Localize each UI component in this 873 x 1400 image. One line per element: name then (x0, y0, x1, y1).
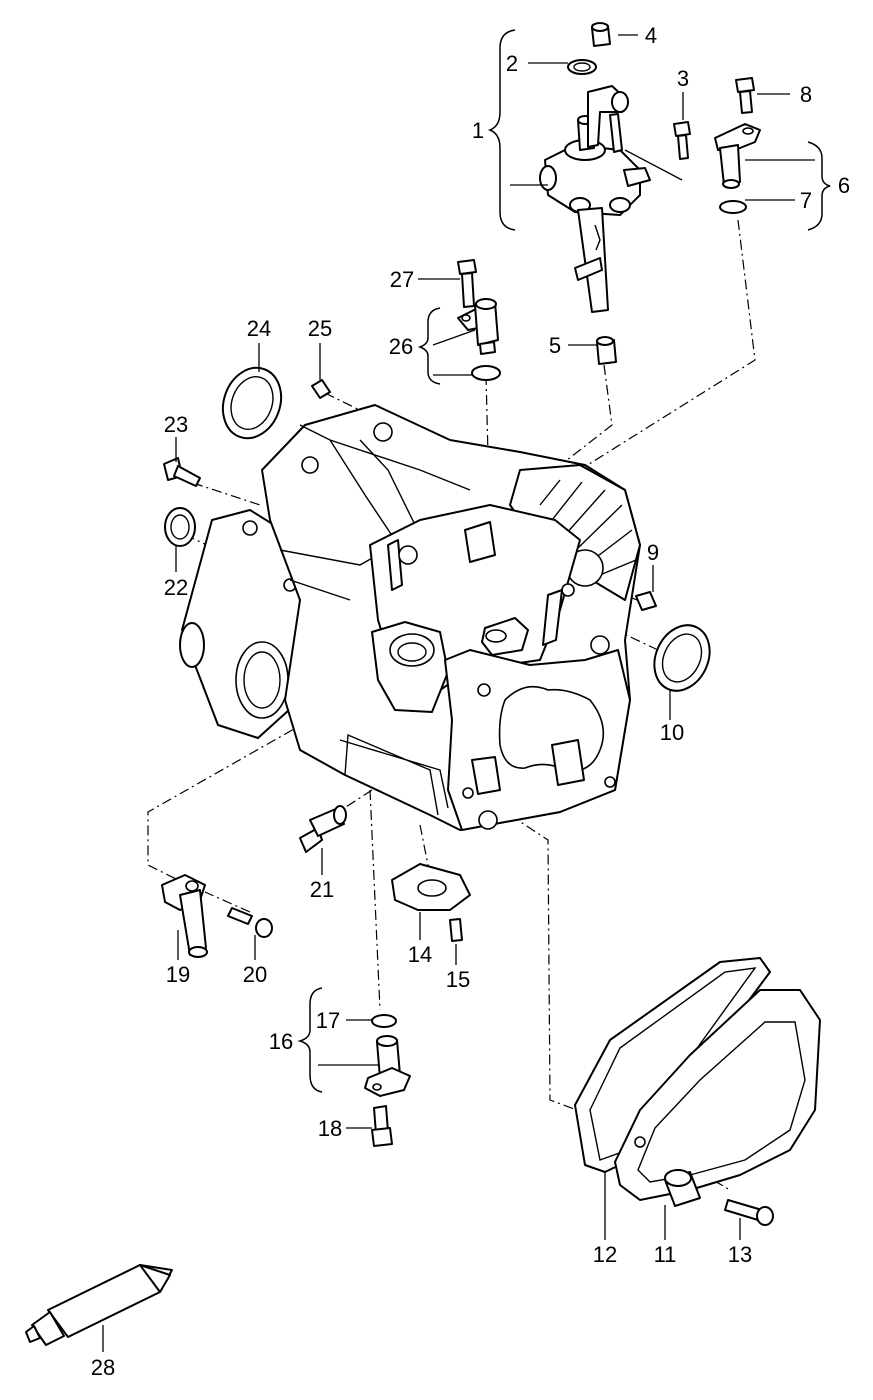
callout-19: 19 (166, 962, 190, 987)
gear-selector-mechanism (539, 85, 651, 313)
callout-5: 5 (549, 333, 561, 358)
part-26-o-ring (471, 365, 501, 381)
callout-2: 2 (506, 51, 518, 76)
part-26-sensor (457, 298, 499, 355)
part-13-bolt (724, 1199, 774, 1226)
part-21-switch (299, 805, 347, 853)
callout-1: 1 (472, 118, 484, 143)
callout-21: 21 (310, 877, 334, 902)
part-18-bolt (371, 1105, 393, 1147)
callout-13: 13 (728, 1242, 752, 1267)
callout-15: 15 (446, 967, 470, 992)
part-15-bolt (449, 918, 463, 942)
callout-8: 8 (800, 82, 812, 107)
braces (297, 29, 831, 1093)
part-5-bush (596, 336, 617, 365)
part-11-cover (614, 989, 821, 1207)
part-20-bolt (227, 907, 273, 938)
callout-18: 18 (318, 1116, 342, 1141)
part-2-seal-ring (567, 59, 597, 75)
callout-24: 24 (247, 316, 271, 341)
part-10-oil-seal (653, 624, 711, 692)
callout-11: 11 (654, 1242, 677, 1267)
part-3-bolt (673, 121, 691, 160)
part-25-pin (311, 379, 331, 399)
callout-14: 14 (408, 942, 432, 967)
callout-17: 17 (316, 1008, 340, 1033)
callout-labels: 1 2 3 4 5 6 7 8 9 10 11 12 13 14 15 16 1… (91, 23, 850, 1380)
part-7-o-ring (719, 200, 747, 214)
callout-10: 10 (660, 720, 684, 745)
callout-16: 16 (269, 1029, 293, 1054)
callout-27: 27 (390, 267, 414, 292)
callout-22: 22 (164, 575, 188, 600)
part-28-sealant-tube (25, 1264, 173, 1346)
part-6-guide-sleeve (714, 123, 761, 189)
callout-9: 9 (647, 540, 659, 565)
callout-7: 7 (800, 188, 812, 213)
callout-12: 12 (593, 1242, 617, 1267)
part-16-guide-sleeve (364, 1035, 411, 1097)
part-8-bolt (735, 77, 755, 114)
callout-28: 28 (91, 1355, 115, 1380)
callout-25: 25 (308, 316, 332, 341)
callout-4: 4 (645, 23, 657, 48)
part-22-oil-seal (164, 507, 196, 547)
part-4-cap (591, 22, 611, 47)
part-14-cover-plate (391, 863, 471, 911)
part-27-bolt (457, 259, 477, 308)
part-12-gasket (574, 957, 771, 1173)
part-23-plug (163, 457, 201, 487)
callout-6: 6 (838, 173, 850, 198)
part-24-oil-seal (221, 366, 283, 440)
callout-3: 3 (677, 66, 689, 91)
leader-lines (102, 34, 815, 1352)
gearbox-housing (179, 404, 641, 831)
callout-23: 23 (164, 412, 188, 437)
callout-26: 26 (389, 334, 413, 359)
part-17-o-ring (371, 1014, 397, 1028)
part-19-sensor (161, 874, 208, 958)
part-9-pin (635, 591, 657, 611)
callout-20: 20 (243, 962, 267, 987)
